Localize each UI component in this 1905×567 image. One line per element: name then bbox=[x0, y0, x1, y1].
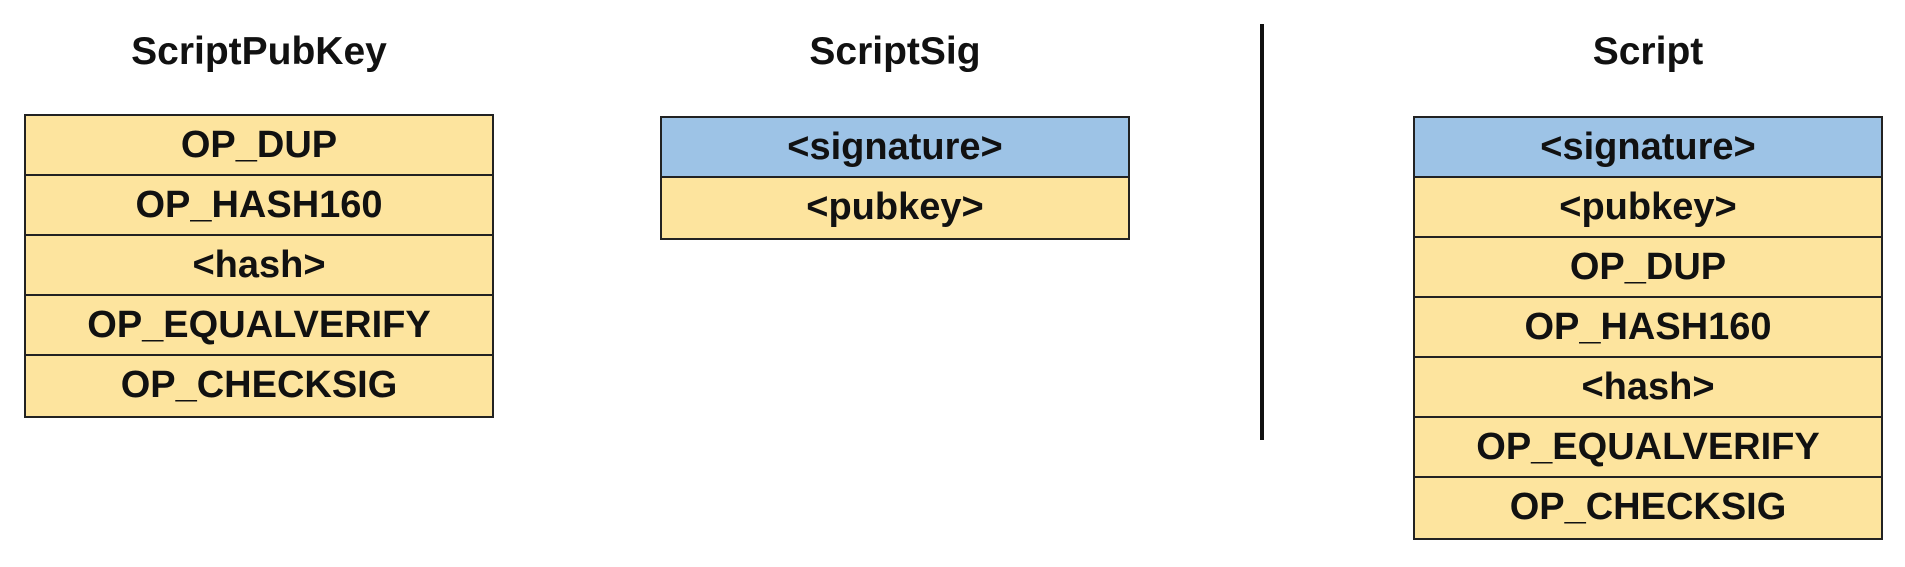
stack-cell: OP_DUP bbox=[26, 116, 492, 176]
stack-cell: <hash> bbox=[26, 236, 492, 296]
stack-cell: <pubkey> bbox=[1415, 178, 1881, 238]
scriptsig-stack: <signature><pubkey> bbox=[660, 116, 1130, 240]
stack-cell: OP_HASH160 bbox=[26, 176, 492, 236]
stack-cell: OP_EQUALVERIFY bbox=[1415, 418, 1881, 478]
scriptsig-title: ScriptSig bbox=[809, 30, 981, 73]
scriptsig-panel: ScriptSig <signature><pubkey> bbox=[660, 24, 1130, 264]
stack-cell: OP_DUP bbox=[1415, 238, 1881, 298]
stack-cell: <pubkey> bbox=[662, 178, 1128, 238]
panel-divider bbox=[1260, 24, 1264, 440]
stack-cell: <signature> bbox=[662, 118, 1128, 178]
stack-cell: OP_HASH160 bbox=[1415, 298, 1881, 358]
stack-cell: OP_CHECKSIG bbox=[1415, 478, 1881, 538]
stack-cell: <hash> bbox=[1415, 358, 1881, 418]
scriptpubkey-title: ScriptPubKey bbox=[131, 30, 387, 73]
stack-cell: OP_EQUALVERIFY bbox=[26, 296, 492, 356]
stack-cell: OP_CHECKSIG bbox=[26, 356, 492, 416]
stack-cell: <signature> bbox=[1415, 118, 1881, 178]
script-title: Script bbox=[1592, 30, 1704, 73]
